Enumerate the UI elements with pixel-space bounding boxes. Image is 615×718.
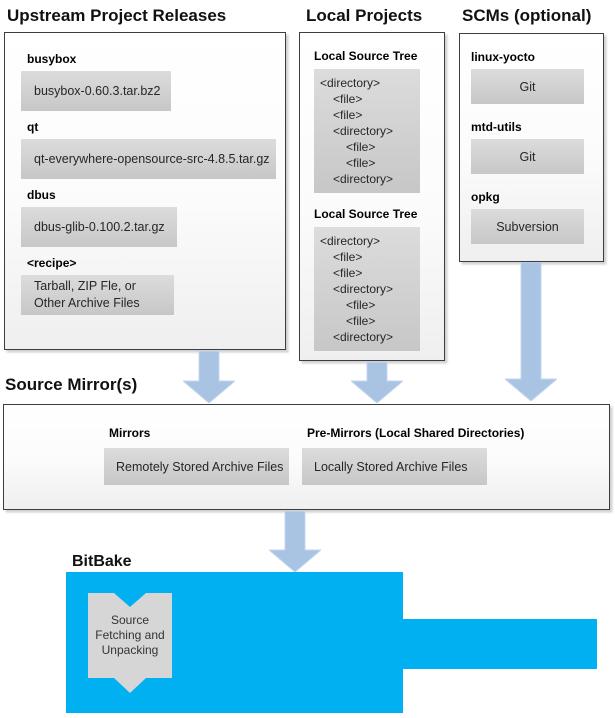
ribbon-text-line: Source [110,613,150,627]
ribbon-text-line: Unpacking [101,643,159,657]
bitbake-title: BitBake [72,553,132,570]
scm-project-label: mtd-utils [471,120,522,134]
tree-entry: <directory> [333,124,394,138]
local-source-tree: Local Source Tree <directory> <file> <file>… [314,207,444,351]
archive-file-line: Tarball, ZIP Fle, or [34,279,136,293]
package-name-label: dbus [27,188,56,202]
tree-entry: <directory> [333,282,394,296]
source-mirrors-box: Mirrors Remotely Stored Archive Files Pr… [3,404,610,510]
archive-file-box: qt-everywhere-opensource-src-4.8.5.tar.g… [21,139,276,179]
tree-entry: <directory> [333,172,394,186]
scms-to-mirrors-arrow-icon [505,262,557,401]
upstream-box: busybox busybox-0.60.3.tar.bz2 qt qt-everyw… [4,32,286,350]
local-to-mirrors-arrow-icon [351,362,403,403]
mirrors-label: Mirrors [109,426,151,440]
upstream-item: busybox busybox-0.60.3.tar.bz2 [21,52,285,111]
tree-entry: <file> [333,92,363,106]
tree-listing-box: <directory> <file> <file> <directory> <file>… [314,227,420,351]
premirrors-group: Pre-Mirrors (Local Shared Directories) L… [302,425,524,485]
archive-file-box: busybox-0.60.3.tar.bz2 [21,71,171,111]
premirrors-label: Pre-Mirrors (Local Shared Directories) [307,426,525,440]
scm-project-label: linux-yocto [471,50,536,64]
archive-file-line: dbus-glib-0.100.2.tar.gz [34,219,165,234]
upstream-item: <recipe> Tarball, ZIP Fle, or Other Archiv… [21,256,285,315]
tree-entry: <directory> [333,330,394,344]
bitbake-arm [403,619,597,669]
local-projects-title: Local Projects [306,6,423,25]
local-source-trees: Local Source Tree <directory> <file> <file>… [314,49,444,351]
ribbon-text-line: Fetching and [95,628,165,642]
tree-listing-box: <directory> <file> <file> <directory> <file>… [314,69,420,193]
local-projects-box: Local Source Tree <directory> <file> <file>… [299,32,445,361]
tree-entry: <file> [333,250,363,264]
scms-title: SCMs (optional) [462,6,592,25]
scm-type-box: Git [471,69,584,104]
upstream-title: Upstream Project Releases [7,6,227,25]
tree-heading: Local Source Tree [314,49,418,63]
upstream-item: qt qt-everywhere-opensource-src-4.8.5.tar… [21,120,285,179]
tree-entry: <file> [346,314,376,328]
tree-entry: <file> [333,266,363,280]
upstream-to-mirrors-arrow-icon [183,351,235,403]
mirrors-archive-box: Remotely Stored Archive Files [104,448,289,485]
tree-entry: <file> [346,156,376,170]
upstream-item: dbus dbus-glib-0.100.2.tar.gz [21,188,285,247]
archive-file-line: Other Archive Files [34,296,140,310]
package-name-label: busybox [27,52,77,66]
mirrors-group: Mirrors Remotely Stored Archive Files [104,425,289,485]
source-mirrors-title: Source Mirror(s) [5,375,138,394]
upstream-items: busybox busybox-0.60.3.tar.bz2 qt qt-everyw… [21,52,285,315]
tree-heading: Local Source Tree [314,207,418,221]
mirrors-to-bitbake-arrow-icon [269,511,321,572]
tree-entry: <file> [346,140,376,154]
source-fetch-ribbon-icon [88,593,172,693]
premirrors-archive-box: Locally Stored Archive Files [302,448,487,485]
package-name-label: <recipe> [27,256,77,270]
package-name-label: qt [27,120,39,134]
tree-entry: <directory> [320,76,381,90]
tree-entry: <directory> [320,234,381,248]
archive-file-box: dbus-glib-0.100.2.tar.gz [21,207,177,247]
scm-type-box: Git [471,139,584,174]
scm-project-label: opkg [471,190,500,204]
archive-file-box: Tarball, ZIP Fle, or Other Archive Files [21,275,174,315]
tree-entry: <file> [333,108,363,122]
scm-type-box: Subversion [471,209,584,244]
tree-entry: <file> [346,298,376,312]
archive-file-line: busybox-0.60.3.tar.bz2 [34,83,161,98]
archive-file-line: qt-everywhere-opensource-src-4.8.5.tar.g… [34,151,270,166]
local-source-tree: Local Source Tree <directory> <file> <file>… [314,49,444,193]
